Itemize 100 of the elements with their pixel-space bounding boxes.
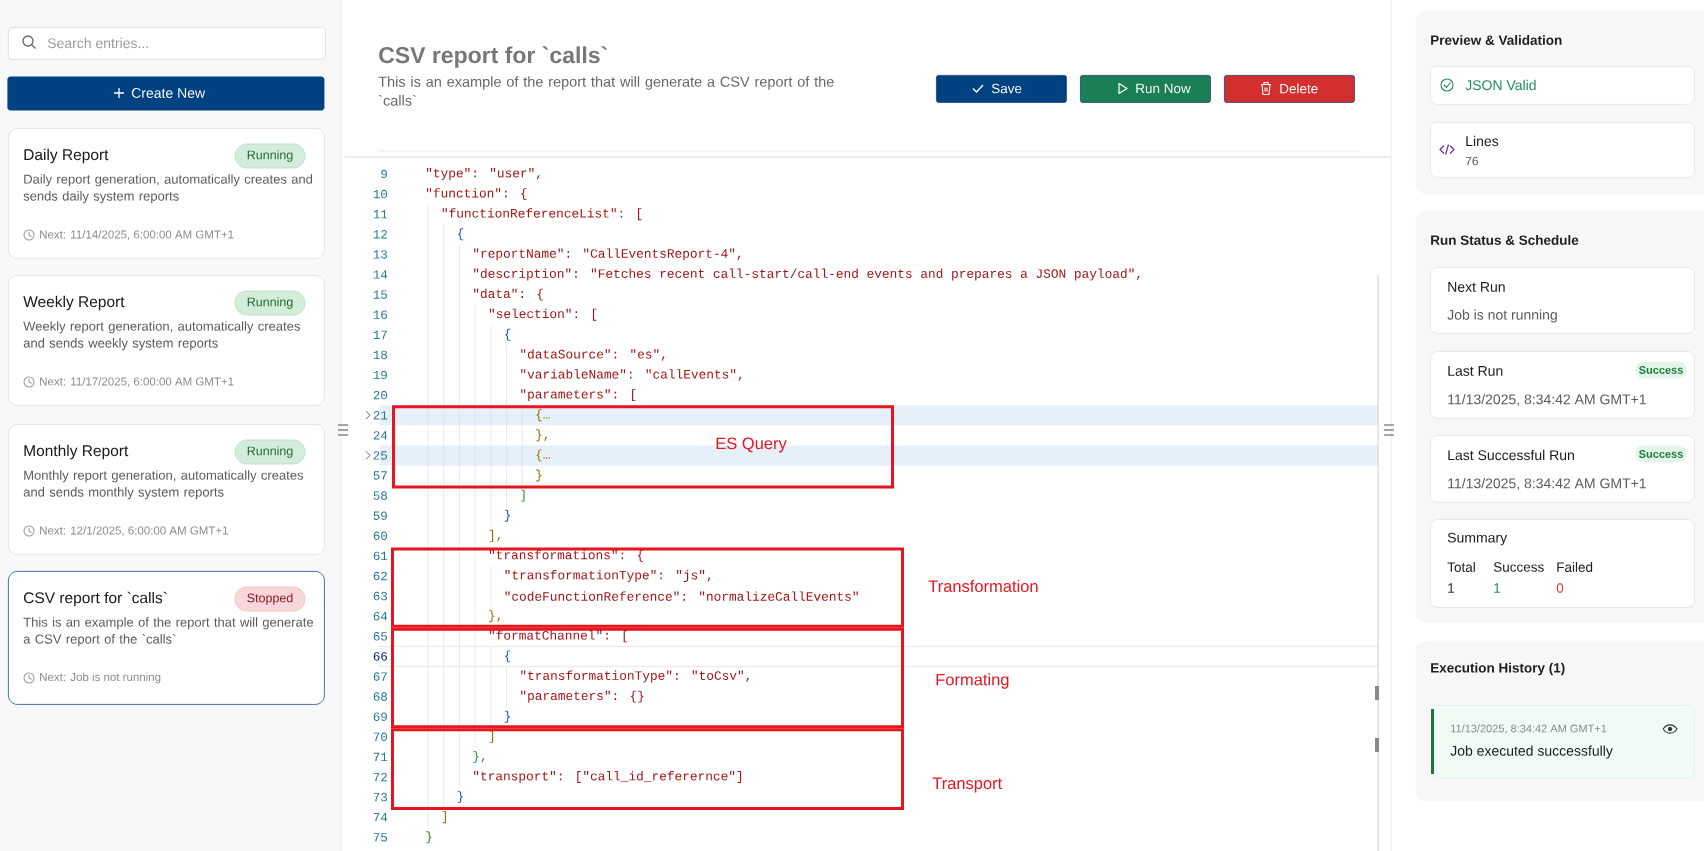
history-entry (1431, 705, 1695, 779)
code-line: "variableName": "callEvents", (521, 369, 742, 381)
status-text: JSON Valid (1465, 79, 1536, 91)
count-value: 1 (1448, 583, 1455, 593)
report-card (8, 128, 325, 259)
line-number: 66 (373, 652, 387, 661)
next-run-text: Next: 11/17/2025, 6:00:00 AM GMT+1 (40, 377, 234, 387)
line-number: 68 (373, 692, 387, 701)
status-badge: Running (234, 439, 306, 465)
summary-box (1430, 519, 1695, 608)
line-number: 74 (373, 813, 388, 822)
info-box (1430, 435, 1695, 503)
report-card (8, 275, 325, 406)
create-button: Create New (7, 76, 325, 111)
info-box (1430, 267, 1695, 334)
line-number: 15 (373, 290, 387, 299)
annotation-label: ES Query (716, 437, 787, 453)
count-value: 1 (1494, 583, 1501, 593)
code-line: ] (489, 730, 494, 743)
annotation-label: Transport (932, 777, 1003, 793)
side-panel (1415, 10, 1704, 195)
code-line: "function": { (426, 188, 527, 201)
column-header: Failed (1557, 562, 1593, 572)
code-line: "codeFunctionReference": "normalizeCallEvents" (505, 591, 858, 601)
save-button: Save (936, 75, 1067, 103)
code-line: }, (473, 750, 485, 763)
code-line: } (457, 791, 463, 804)
code-line: "transformationType": "toCsv", (521, 670, 749, 683)
code-line: "transformationType": "js", (505, 570, 711, 582)
line-number: 13 (373, 250, 387, 259)
panel-title: Run Status & Schedule (1431, 235, 1579, 245)
annotation-box (391, 627, 904, 729)
line-number: 20 (373, 390, 388, 400)
run-button: Run Now (1080, 75, 1211, 103)
code-line: "type": "user", (426, 168, 540, 180)
code-line: "selection": [ (489, 308, 597, 321)
annotation-box (392, 405, 894, 489)
panel-title: Preview & Validation (1431, 35, 1562, 45)
line-number: 14 (373, 270, 388, 279)
search-field: Search entries... (8, 27, 326, 60)
line-number: 71 (373, 752, 388, 762)
line-number: 64 (373, 611, 388, 621)
report-card (8, 424, 325, 555)
box-value: 11/13/2025, 8:34:42 AM GMT+1 (1448, 394, 1646, 406)
code-line: { (458, 228, 464, 241)
line-number: 70 (373, 732, 388, 742)
code-line: { (505, 328, 511, 341)
line-number: 58 (373, 491, 387, 500)
delete-button: Delete (1224, 75, 1355, 103)
code-line: "functionReferenceList": [ (442, 208, 642, 221)
annotation-label: Formating (936, 673, 1009, 689)
code-line: {… (536, 409, 550, 422)
code-line: "description": "Fetches recent call-start/call-end events and prepares a JSON payload", (474, 268, 1140, 281)
code-line: { (505, 650, 511, 663)
line-number: 17 (373, 330, 387, 339)
card-description: Monthly report generation, automatically creates and sends monthly system reports (23, 470, 304, 500)
page-description: This is an example of the report that will generate a CSV report of the `calls` (378, 76, 834, 106)
line-number: 75 (373, 833, 387, 842)
code-line: "transformations": { (489, 549, 644, 562)
column-header: Total (1447, 562, 1475, 572)
card-title: CSV report for `calls` (24, 591, 167, 607)
code-line: "dataSource": "es", (521, 349, 665, 361)
line-number: 69 (373, 712, 387, 721)
line-number: 60 (373, 531, 388, 541)
status-badge: Running (234, 290, 306, 316)
code-line: "formatChannel": [ (489, 630, 628, 643)
annotation-box (391, 547, 904, 628)
code-line: } (536, 469, 542, 482)
code-line: "parameters": {} (521, 690, 644, 703)
code-line: "data": { (474, 288, 543, 301)
history-message: Job executed successfully (1450, 745, 1613, 759)
page-title: CSV report for `calls` (379, 46, 608, 68)
box-title: Summary (1447, 532, 1508, 546)
timestamp: 11/13/2025, 8:34:42 AM GMT+1 (1451, 724, 1607, 734)
stat-box (1430, 122, 1695, 178)
status-badge: Running (234, 143, 306, 169)
line-number: 11 (373, 210, 388, 219)
card-description: This is an example of the report that will generate a CSV report of the `calls` (23, 617, 314, 647)
box-title: Last Successful Run (1448, 449, 1574, 461)
line-number: 16 (373, 310, 387, 319)
code-line: } (504, 509, 510, 522)
box-title: Last Run (1448, 366, 1503, 376)
line-number: 10 (373, 189, 388, 199)
side-panel (1415, 640, 1704, 802)
line-number: 59 (373, 511, 387, 520)
line-number: 65 (373, 632, 387, 641)
line-number: 19 (373, 370, 387, 380)
line-number: 12 (373, 230, 387, 239)
code-line: {… (536, 449, 550, 462)
card-title: Weekly Report (23, 295, 125, 311)
card-description: Weekly report generation, automatically creates and sends weekly system reports (23, 321, 300, 351)
code-line: "transport": ["call_id_referernce"] (474, 771, 742, 783)
status-badge: Stopped (234, 586, 306, 612)
card-description: Daily report generation, automatically creates and sends daily system reports (23, 174, 313, 204)
box-title: Next Run (1448, 282, 1505, 292)
line-number: 63 (373, 591, 387, 601)
line-number: 18 (373, 350, 387, 360)
annotation-label: Transformation (928, 579, 1038, 593)
code-line: }, (536, 429, 548, 442)
next-run-text: Next: 12/1/2025, 6:00:00 AM GMT+1 (40, 526, 228, 536)
